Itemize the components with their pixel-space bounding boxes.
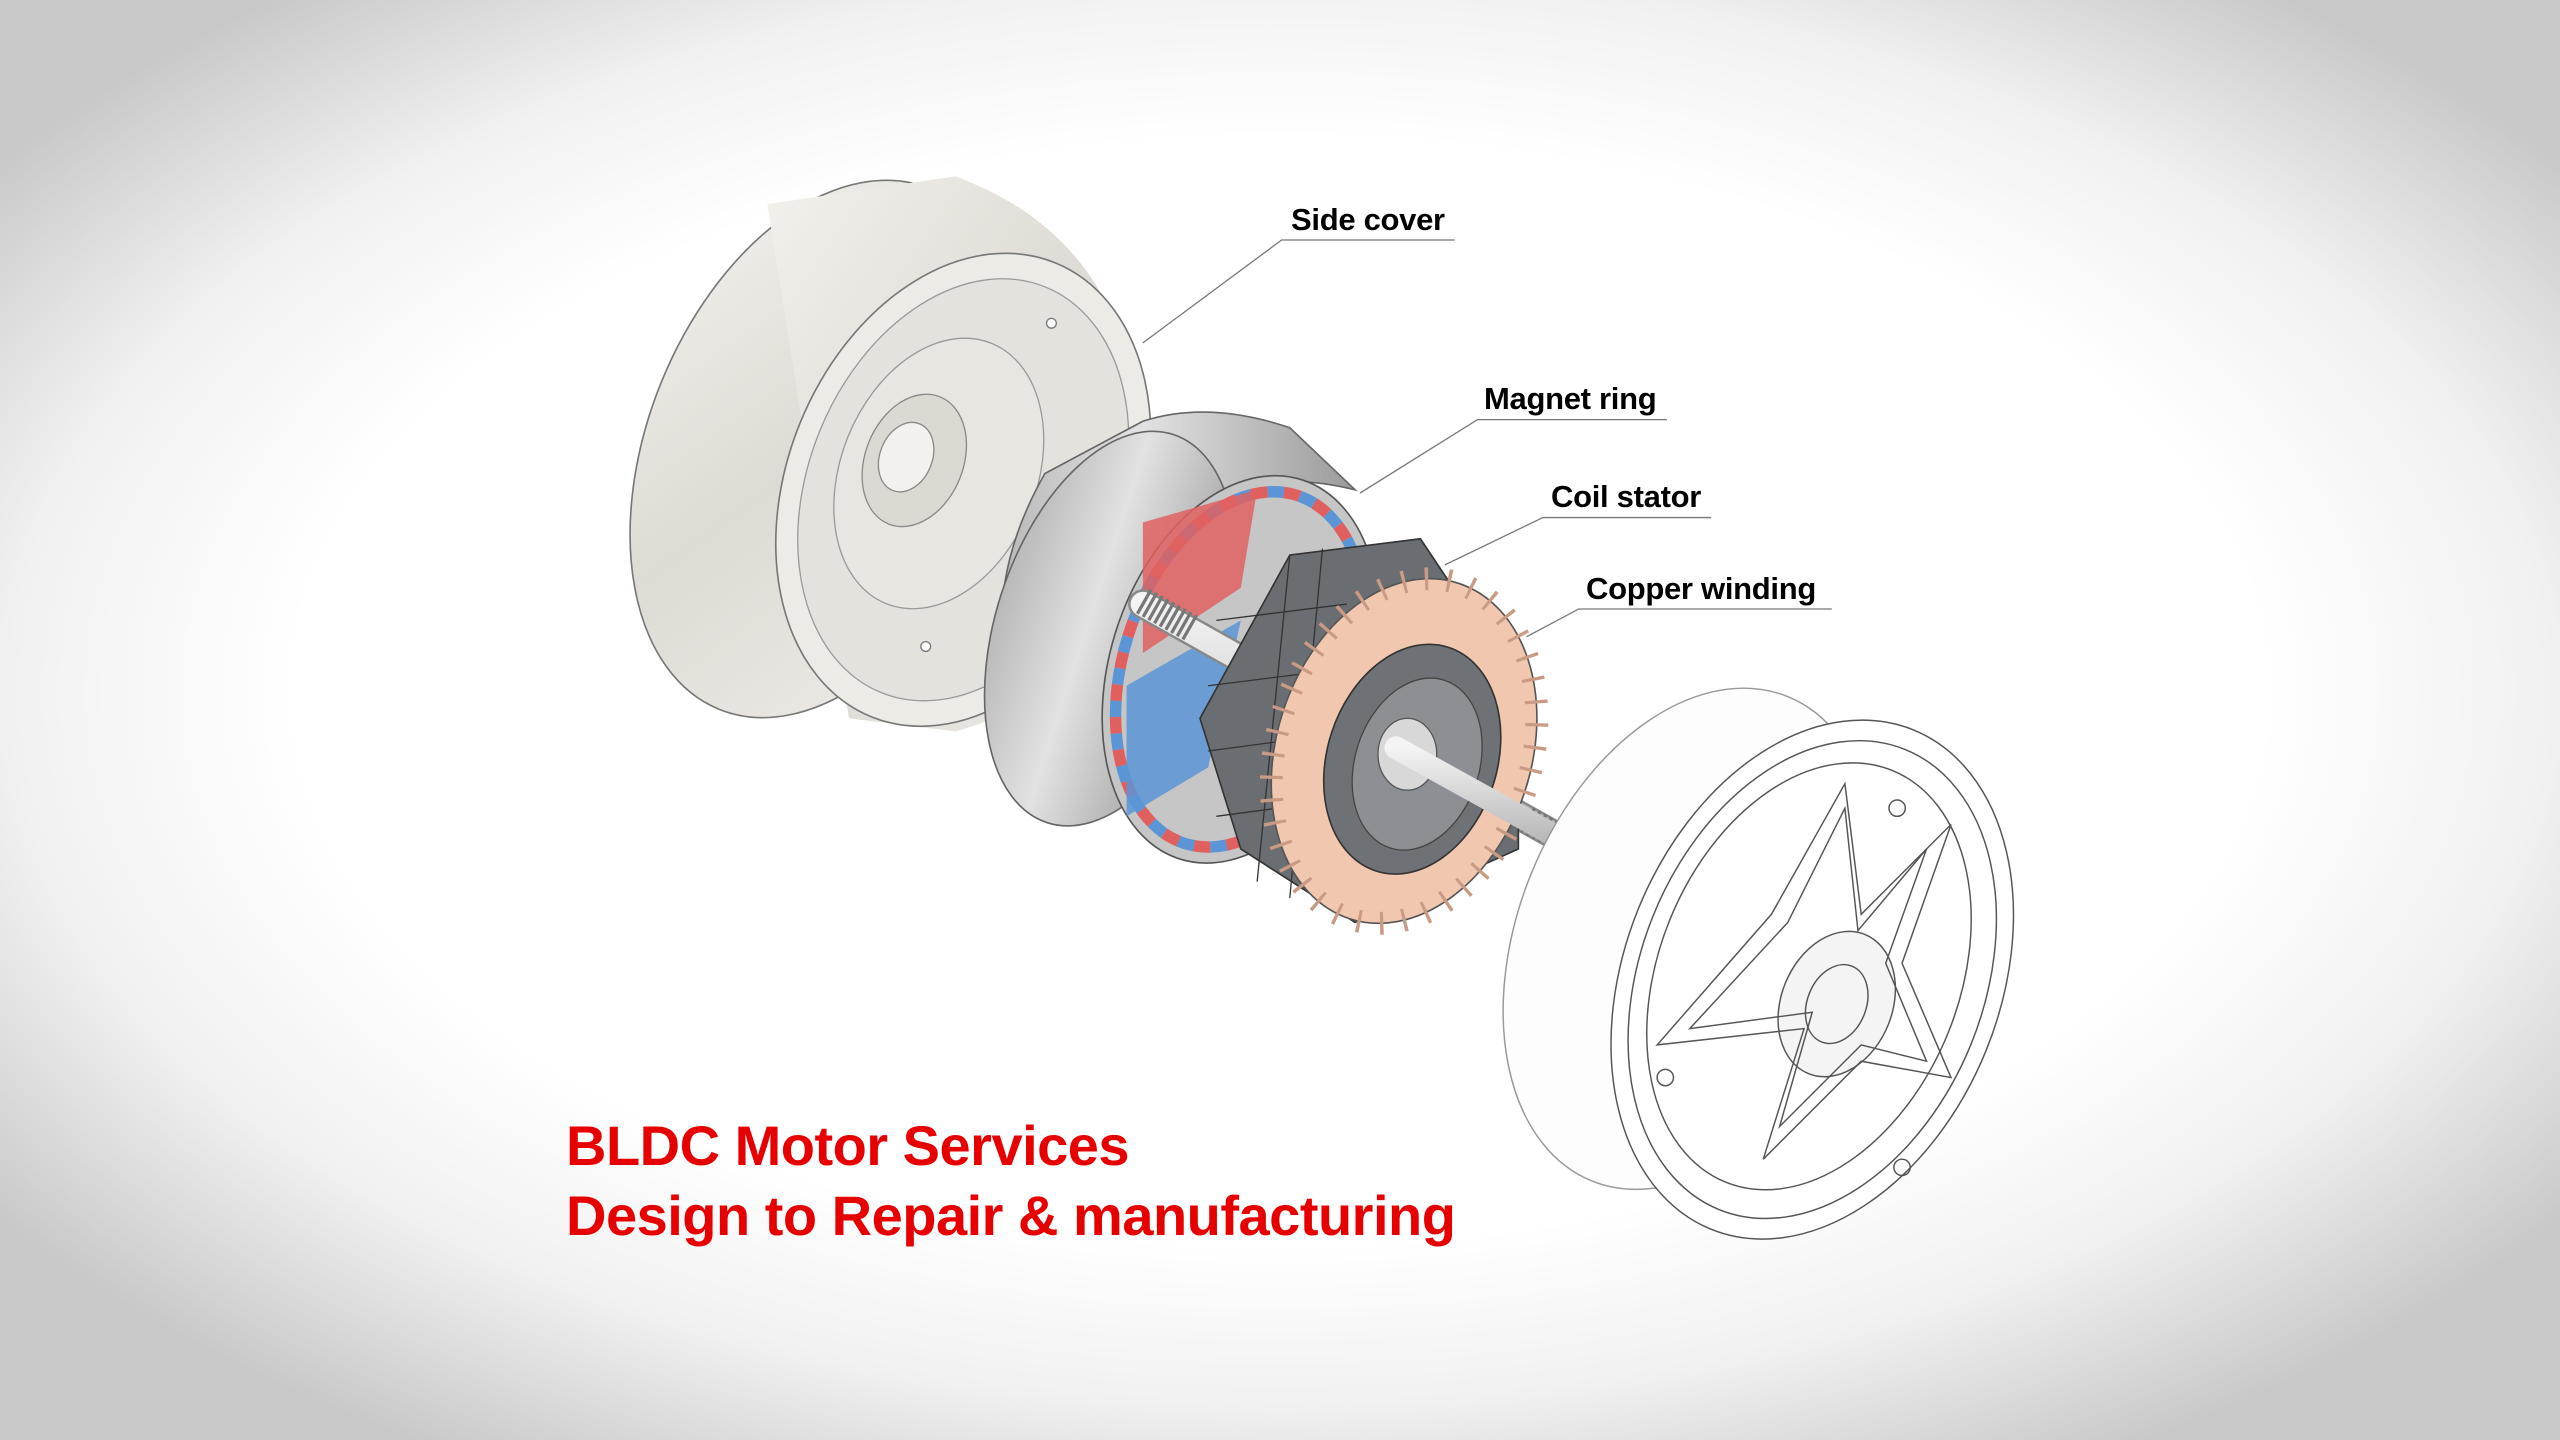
callout-copper-winding: Copper winding: [1586, 571, 1816, 606]
headline-line-2: Design to Repair & manufacturing: [566, 1184, 1456, 1247]
copper-winding-leader: [1526, 608, 1832, 638]
callout-side-cover: Side cover: [1291, 202, 1445, 237]
magnet-ring-leader: [1359, 418, 1667, 494]
side-cover-leader: [1142, 239, 1455, 344]
headline-line-1: BLDC Motor Services: [566, 1114, 1130, 1177]
callout-leaders: [1142, 239, 1832, 638]
callout-coil-stator: Coil stator: [1551, 479, 1701, 514]
right-cover-part: [1502, 687, 2015, 1240]
callout-magnet-ring: Magnet ring: [1484, 381, 1657, 416]
coil-stator-part: [1199, 537, 1620, 935]
coil-stator-leader: [1444, 516, 1712, 566]
